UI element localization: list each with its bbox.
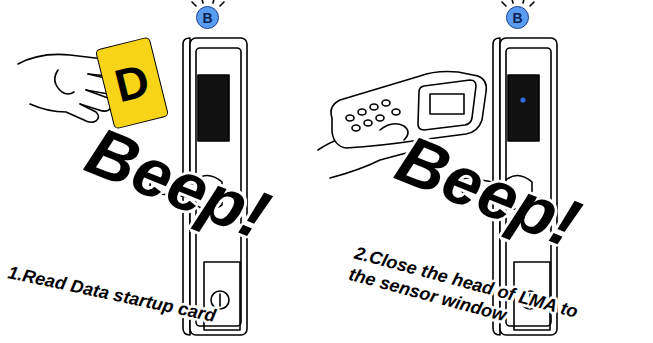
card-letter: D [110, 57, 153, 110]
indicator-rays [192, 0, 534, 6]
indicator-letter: B [202, 11, 212, 25]
indicator-letter: B [512, 11, 522, 25]
indicator-light: B [506, 6, 529, 29]
indicator-light: B [196, 6, 219, 29]
